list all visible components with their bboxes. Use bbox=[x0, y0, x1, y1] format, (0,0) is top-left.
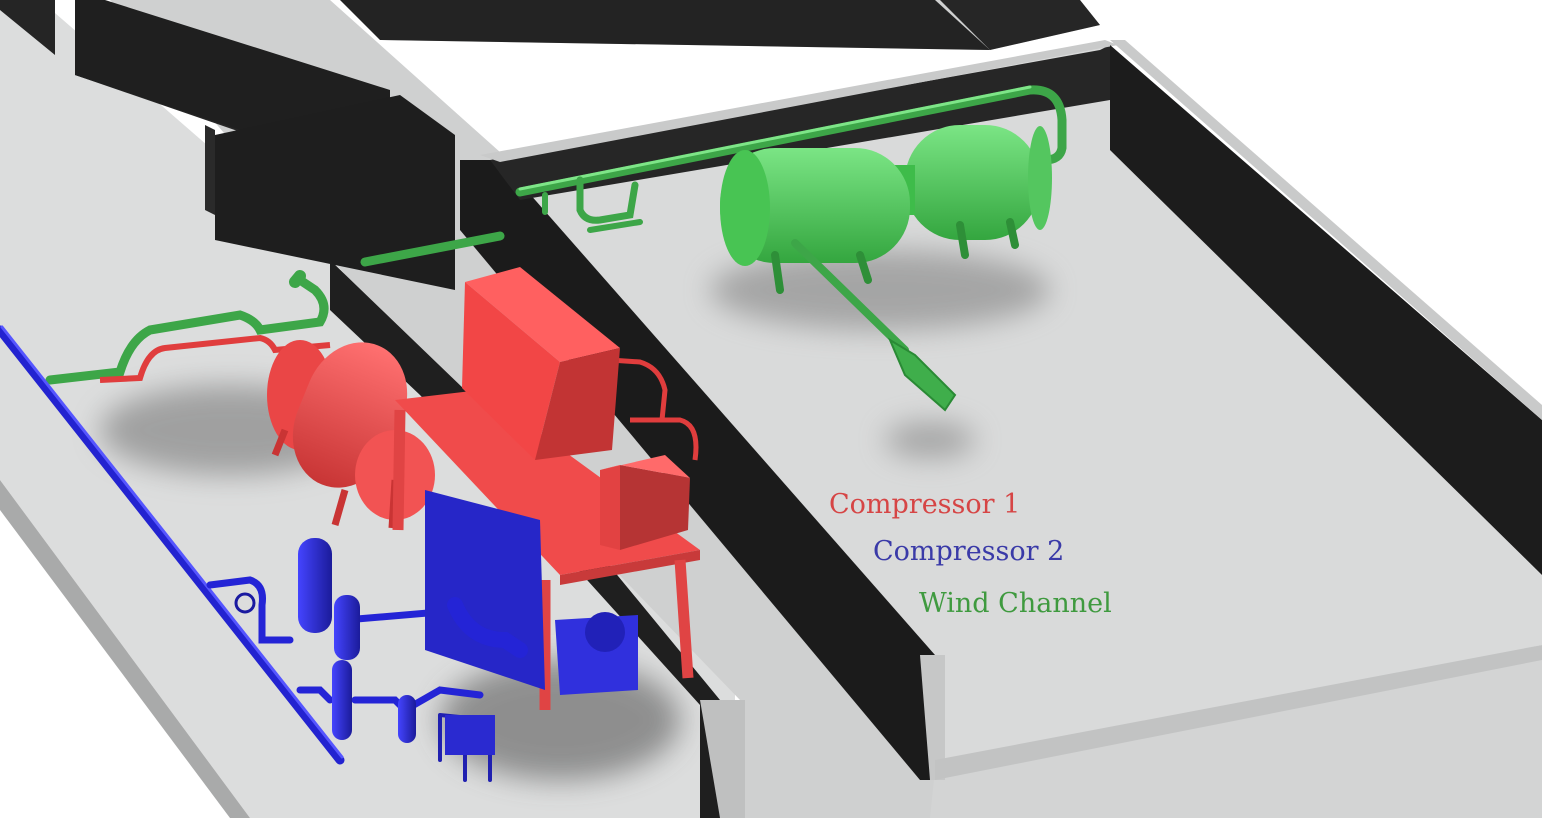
compressor1-group bbox=[99, 267, 700, 710]
green-pipe-sub bbox=[542, 192, 643, 233]
wall-rightroom-back-top bbox=[480, 40, 1118, 162]
blue-motor-box bbox=[445, 715, 495, 755]
blue-vessel-3 bbox=[332, 660, 352, 740]
red-smallbox-top bbox=[600, 455, 690, 478]
red-table-legs bbox=[392, 409, 694, 710]
wall-left-a bbox=[205, 125, 215, 215]
green-tank-front bbox=[720, 148, 910, 266]
blue-main-header bbox=[0, 325, 345, 765]
legend-wind-channel: Wind Channel bbox=[919, 588, 1112, 619]
blue-vessel-1 bbox=[298, 538, 332, 633]
green-pipe-left-riser bbox=[289, 270, 306, 288]
wall-left-floor-edge bbox=[0, 480, 250, 818]
blue-vessel-4 bbox=[398, 695, 416, 743]
wall-top-right bbox=[940, 0, 1100, 50]
green-pipe-left bbox=[45, 275, 329, 385]
green-pipe-main-hl bbox=[518, 85, 1032, 191]
red-smallbox-side bbox=[620, 465, 690, 550]
red-smallbox-front bbox=[600, 465, 620, 550]
wind-channel-group bbox=[45, 85, 1067, 412]
blue-compressor-flywheel bbox=[585, 612, 625, 652]
wall-rightroom-back bbox=[490, 45, 1110, 200]
wall-corridor-right-cap bbox=[920, 655, 945, 780]
shadow-green-tank bbox=[710, 250, 1050, 330]
red-box-left bbox=[462, 282, 560, 460]
green-pipe-main bbox=[515, 85, 1067, 197]
compressor2-group bbox=[0, 325, 638, 782]
wall-corridor-left-top bbox=[700, 700, 745, 818]
shadow-green-pipe bbox=[885, 422, 975, 458]
green-tank-legs bbox=[771, 218, 1019, 294]
legend-compressor-2: Compressor 2 bbox=[873, 536, 1065, 567]
wall-topleft-1 bbox=[0, 0, 55, 55]
wall-rightroom-right bbox=[1110, 45, 1542, 575]
green-diffuser bbox=[887, 337, 957, 412]
red-pipe-line bbox=[99, 334, 331, 383]
red-pipe-right bbox=[609, 357, 699, 461]
red-table-front-edge bbox=[560, 550, 700, 585]
wall-top bbox=[340, 0, 990, 50]
green-diffuser-pipe bbox=[791, 239, 909, 354]
legend-compressor-1: Compressor 1 bbox=[829, 489, 1021, 520]
blue-main-header-hl bbox=[0, 325, 344, 759]
wall-left-b bbox=[215, 95, 455, 290]
green-pipe-valves bbox=[576, 176, 639, 224]
red-box-right bbox=[535, 348, 620, 460]
floor-bottom-strip bbox=[930, 655, 1542, 818]
blue-compressor-pipe bbox=[447, 597, 528, 658]
wall-bottom-cap bbox=[935, 645, 1542, 780]
green-tank-rear bbox=[905, 125, 1052, 240]
wall-rightroom-right-top bbox=[1110, 40, 1542, 420]
red-box-top bbox=[465, 267, 620, 362]
green-pipe-corridor bbox=[360, 231, 505, 267]
handwheel-icon bbox=[234, 592, 256, 614]
blue-vessel-2 bbox=[334, 595, 360, 660]
